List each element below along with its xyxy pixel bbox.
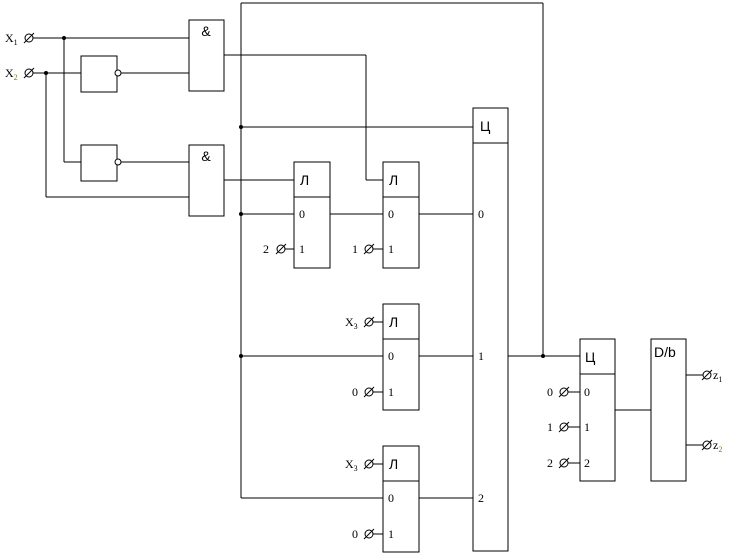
wires [33, 2, 703, 535]
latch-3-pin-1: 1 [388, 385, 394, 399]
terminal-c2-ctr [558, 457, 570, 469]
terminal-x3-l3 [363, 316, 375, 328]
decoder: D/b [650, 338, 687, 482]
terminal-c2-l1 [275, 243, 287, 255]
latch-3-label: Л [389, 314, 398, 330]
terminal-x2 [23, 67, 35, 79]
label-x2: X2 [5, 66, 18, 82]
not-gate-1 [80, 55, 122, 93]
terminal-c0-ctr [558, 386, 570, 398]
small-counter-pin-1: 1 [584, 420, 590, 434]
const-ctr-1: 1 [547, 420, 553, 434]
terminal-z2 [701, 439, 713, 451]
label-z1: z1 [713, 368, 722, 384]
latch-4-pin-0: 0 [388, 491, 394, 505]
latch-4-pin-1: 1 [388, 527, 394, 541]
and-gate-1: & [188, 19, 225, 92]
output-labels: z1 z2 [713, 368, 722, 454]
terminal-x3-l4 [363, 458, 375, 470]
decoder-label: D/b [654, 344, 676, 360]
and-gate-2-label: & [201, 148, 211, 164]
latch-1-label: Л [300, 172, 309, 188]
latch-3: Л 0 1 [382, 303, 420, 411]
not-gate-2 [80, 144, 122, 182]
latch-1: Л 0 1 [293, 161, 331, 269]
const-ctr-2: 2 [547, 456, 553, 470]
label-x3-a: X3 [345, 315, 358, 331]
input-labels: X1 X2 X3 X3 2 1 0 0 0 1 2 [5, 31, 553, 541]
label-x1: X1 [5, 31, 18, 47]
const-latch1-2: 2 [263, 242, 269, 256]
const-latch3-0: 0 [352, 385, 358, 399]
small-counter-label: Ц [585, 349, 596, 365]
latch-2: Л 0 1 [382, 161, 420, 269]
terminal-c0-l4 [363, 528, 375, 540]
latch-4-label: Л [389, 456, 398, 472]
latch-4: Л 0 1 [382, 445, 420, 553]
latch-1-pin-0: 0 [299, 207, 305, 221]
and-gate-2: & [188, 144, 225, 217]
small-counter: Ц 0 1 2 [579, 338, 616, 482]
latch-3-pin-0: 0 [388, 349, 394, 363]
latch-2-pin-1: 1 [388, 242, 394, 256]
small-counter-pin-0: 0 [584, 385, 590, 399]
terminal-z1 [701, 369, 713, 381]
small-counter-pin-2: 2 [584, 456, 590, 470]
and-gate-1-label: & [201, 23, 211, 39]
terminal-c0-l3 [363, 386, 375, 398]
terminal-x1 [23, 32, 35, 44]
latch-2-label: Л [389, 172, 398, 188]
terminal-c1-l2 [363, 243, 375, 255]
const-ctr-0: 0 [547, 385, 553, 399]
latch-2-pin-0: 0 [388, 207, 394, 221]
main-counter-pin-1: 1 [478, 349, 484, 363]
terminal-c1-ctr [558, 421, 570, 433]
const-latch2-1: 1 [352, 242, 358, 256]
latch-1-pin-1: 1 [299, 242, 305, 256]
const-latch4-0: 0 [352, 527, 358, 541]
terminals [23, 32, 713, 540]
junction-dots [44, 36, 545, 358]
label-z2: z2 [713, 438, 722, 454]
main-counter-label: Ц [480, 118, 491, 134]
main-counter-pin-0: 0 [478, 207, 484, 221]
label-x3-b: X3 [345, 457, 358, 473]
main-counter-pin-2: 2 [478, 491, 484, 505]
main-counter: Ц 0 1 2 [472, 107, 509, 552]
